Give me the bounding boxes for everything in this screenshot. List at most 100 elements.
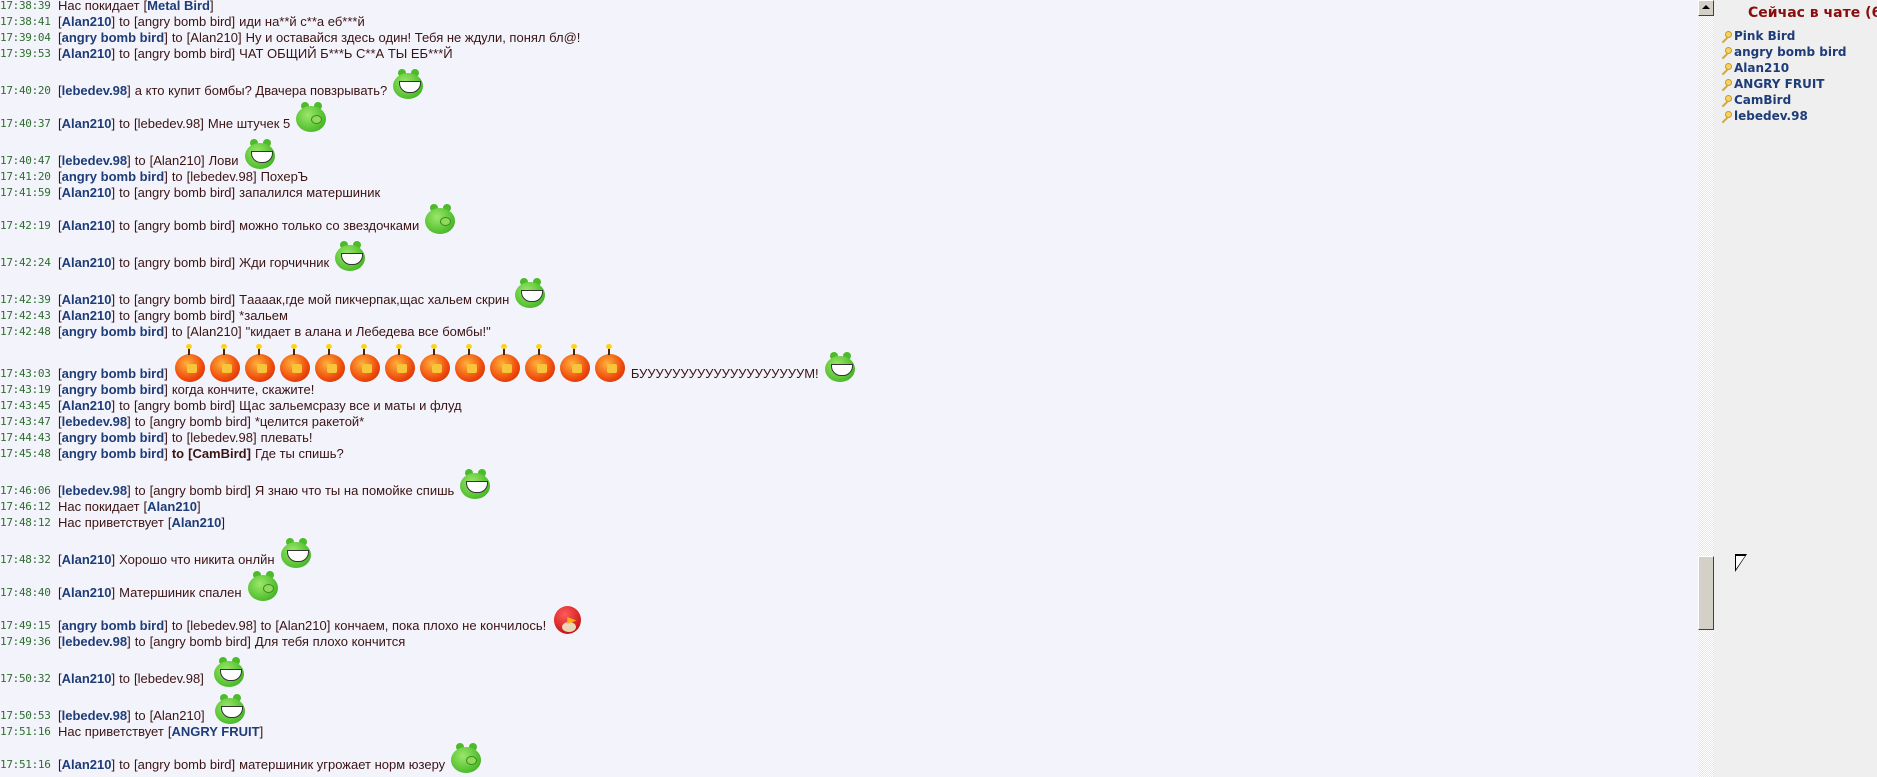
message-recipient[interactable]: Alan210 — [190, 324, 238, 339]
message-recipient[interactable]: angry bomb bird — [137, 46, 232, 61]
bracket: ] — [111, 255, 116, 270]
message-author[interactable]: lebedev.98 — [61, 153, 128, 168]
scroll-up-arrow-icon[interactable] — [1698, 0, 1714, 16]
message-author[interactable]: angry bomb bird — [61, 618, 165, 633]
message-author[interactable]: Alan210 — [61, 292, 112, 307]
message-recipient[interactable]: angry bomb bird — [153, 414, 248, 429]
message-author[interactable]: Alan210 — [61, 398, 112, 413]
chat-message: 17:43:47[lebedev.98]to[angry bomb bird]*… — [0, 414, 1698, 430]
message-recipient[interactable]: angry bomb bird — [153, 483, 248, 498]
message-recipient[interactable]: Alan210 — [279, 618, 327, 633]
bracket: [ — [58, 292, 62, 307]
message-author[interactable]: Alan210 — [61, 671, 112, 686]
bomb-bird-icon — [209, 344, 241, 382]
message-author[interactable]: lebedev.98 — [61, 708, 128, 723]
message-time: 17:51:16 — [0, 725, 51, 738]
message-author[interactable]: angry bomb bird — [61, 366, 165, 381]
message-author[interactable]: ANGRY FRUIT — [171, 724, 260, 739]
message-recipient[interactable]: lebedev.98 — [190, 618, 253, 633]
message-recipient[interactable]: angry bomb bird — [137, 308, 232, 323]
online-user-item[interactable]: CamBird — [1720, 92, 1791, 108]
message-author[interactable]: Alan210 — [171, 515, 222, 530]
message-author[interactable]: Alan210 — [61, 308, 112, 323]
online-user-name[interactable]: Pink Bird — [1734, 29, 1796, 43]
message-text: плевать! — [260, 430, 313, 445]
message-recipient[interactable]: Alan210 — [153, 708, 201, 723]
message-recipient[interactable]: CamBird — [192, 446, 247, 461]
message-author[interactable]: Alan210 — [61, 552, 112, 567]
message-author[interactable]: angry bomb bird — [61, 430, 165, 445]
online-user-item[interactable]: angry bomb bird — [1720, 44, 1846, 60]
message-recipient[interactable]: angry bomb bird — [153, 634, 248, 649]
bracket: [ — [167, 515, 172, 530]
online-user-name[interactable]: angry bomb bird — [1734, 45, 1847, 59]
message-author[interactable]: lebedev.98 — [61, 483, 128, 498]
message-time: 17:46:06 — [0, 484, 51, 497]
online-user-name[interactable]: Alan210 — [1734, 61, 1790, 75]
message-time: 17:41:20 — [0, 170, 51, 183]
online-user-item[interactable]: ANGRY FRUIT — [1720, 76, 1824, 92]
scrollbar-thumb[interactable] — [1698, 556, 1714, 630]
message-author[interactable]: Alan210 — [147, 499, 198, 514]
message-recipient[interactable]: lebedev.98 — [190, 169, 253, 184]
bomb-bird-icon — [594, 344, 626, 382]
message-author[interactable]: Alan210 — [61, 46, 112, 61]
online-user-item[interactable]: lebedev.98 — [1720, 108, 1808, 124]
message-time: 17:40:20 — [0, 84, 51, 97]
online-user-name[interactable]: ANGRY FRUIT — [1734, 77, 1825, 91]
message-time: 17:46:12 — [0, 500, 51, 513]
message-recipient[interactable]: lebedev.98 — [137, 671, 201, 686]
bracket: [ — [58, 757, 62, 772]
troll-pig-smiley-icon — [515, 278, 546, 308]
message-author[interactable]: lebedev.98 — [61, 634, 128, 649]
bracket: ] — [259, 724, 264, 739]
online-user-item[interactable]: Alan210 — [1720, 60, 1789, 76]
message-time: 17:40:37 — [0, 117, 51, 130]
bracket: [ — [58, 116, 62, 131]
message-author[interactable]: lebedev.98 — [61, 83, 128, 98]
message-author[interactable]: Metal Bird — [147, 0, 210, 13]
bracket: ] — [164, 366, 168, 381]
message-recipient[interactable]: angry bomb bird — [137, 398, 232, 413]
message-author[interactable]: angry bomb bird — [61, 324, 165, 339]
message-author[interactable]: Alan210 — [61, 757, 112, 772]
bracket: ] — [200, 153, 205, 168]
mouse-cursor-icon — [1735, 554, 1747, 572]
message-time: 17:48:32 — [0, 553, 51, 566]
message-author[interactable]: Alan210 — [61, 255, 112, 270]
message-recipient[interactable]: lebedev.98 — [190, 430, 253, 445]
message-recipient[interactable]: angry bomb bird — [137, 255, 232, 270]
chat-scrollbar[interactable] — [1698, 0, 1714, 777]
message-author[interactable]: Alan210 — [61, 218, 112, 233]
online-users-title: Сейчас в чате (6 — [1748, 5, 1877, 21]
message-author[interactable]: Alan210 — [61, 185, 112, 200]
message-author[interactable]: Alan210 — [61, 14, 112, 29]
online-user-item[interactable]: Pink Bird — [1720, 28, 1795, 44]
message-author[interactable]: angry bomb bird — [61, 169, 165, 184]
message-author[interactable]: angry bomb bird — [61, 446, 165, 461]
message-recipient[interactable]: angry bomb bird — [137, 757, 232, 772]
message-recipient[interactable]: angry bomb bird — [137, 218, 232, 233]
message-recipient[interactable]: angry bomb bird — [137, 14, 232, 29]
message-author[interactable]: Alan210 — [61, 585, 112, 600]
chat-message: 17:41:59[Alan210]to[angry bomb bird]запа… — [0, 185, 1698, 201]
chat-message: 17:38:41[Alan210]to[angry bomb bird]иди … — [0, 14, 1698, 30]
online-user-name[interactable]: lebedev.98 — [1734, 109, 1808, 123]
message-recipient[interactable]: angry bomb bird — [137, 185, 232, 200]
message-recipient[interactable]: lebedev.98 — [137, 116, 201, 131]
message-text: Щас зальемсразу все и маты и флуд — [239, 398, 462, 413]
message-recipient[interactable]: Alan210 — [153, 153, 201, 168]
online-user-name[interactable]: CamBird — [1734, 93, 1792, 107]
to-label: to — [171, 30, 183, 45]
bracket: [ — [58, 308, 62, 323]
message-recipient[interactable]: angry bomb bird — [137, 292, 232, 307]
bracket: [ — [133, 308, 138, 323]
message-text: Мне штучек 5 — [207, 116, 291, 131]
bracket: ] — [111, 116, 116, 131]
message-author[interactable]: angry bomb bird — [61, 382, 165, 397]
bracket: [ — [58, 366, 62, 381]
message-author[interactable]: angry bomb bird — [61, 30, 165, 45]
message-recipient[interactable]: Alan210 — [190, 30, 238, 45]
message-author[interactable]: Alan210 — [61, 116, 112, 131]
message-author[interactable]: lebedev.98 — [61, 414, 128, 429]
